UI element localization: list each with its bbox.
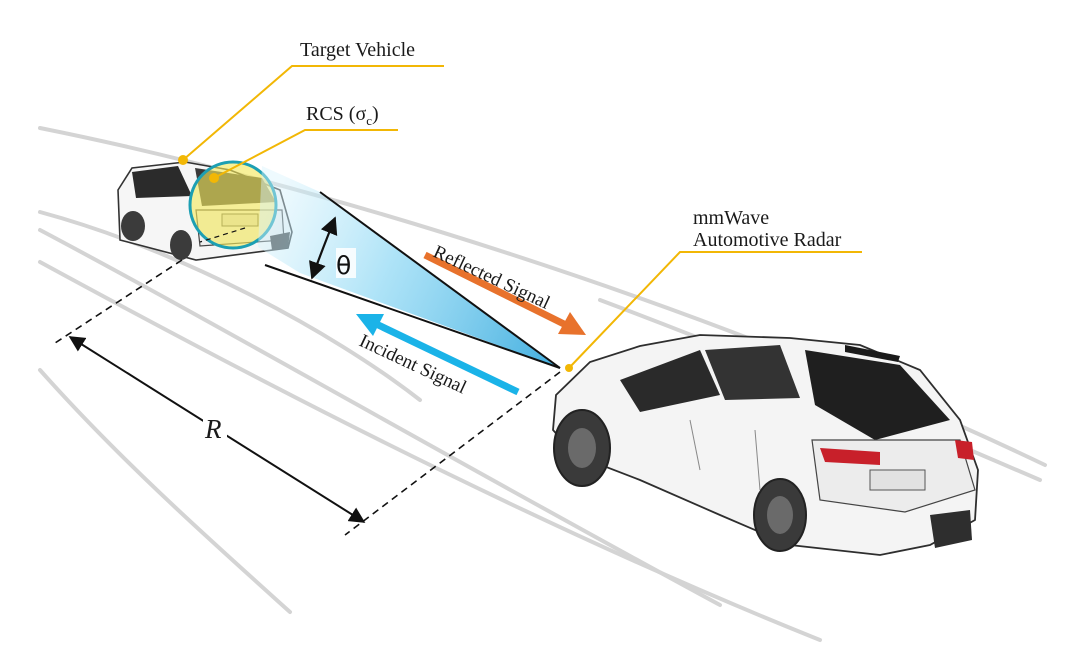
incident-signal-arrow — [370, 318, 520, 396]
range-extension-left — [51, 259, 183, 346]
road-line-2 — [38, 210, 422, 402]
rcs-label-main: RCS (σ — [306, 103, 366, 125]
target-vehicle-label: Target Vehicle — [300, 39, 415, 61]
reflected-signal-arrow — [423, 251, 574, 332]
leader-radar — [568, 251, 862, 369]
range-label: R — [204, 414, 222, 444]
beam-edge-upper — [319, 191, 561, 369]
leader-target-vehicle — [182, 65, 444, 161]
rcs-center-dash — [199, 227, 246, 243]
theta-label: θ — [336, 251, 351, 280]
radar-label-line2: Automotive Radar — [693, 229, 842, 251]
leader-lines — [182, 65, 862, 369]
road-line-5 — [38, 368, 292, 614]
leader-rcs — [213, 129, 398, 179]
road-line-4 — [38, 260, 822, 642]
range-extension-right — [344, 371, 561, 536]
rcs-label: RCS (σc) — [306, 103, 379, 128]
radar-label-line1: mmWave — [693, 207, 769, 229]
hatchback-rear-icon — [552, 334, 979, 556]
reflected-arrowhead — [558, 312, 586, 335]
leader-dot-target — [178, 155, 188, 165]
beam-edge-lower — [264, 264, 561, 369]
radar-vehicle — [552, 334, 979, 556]
theta-angle-arrow — [309, 216, 338, 280]
rcs-label-close: ) — [372, 103, 379, 125]
incident-arrowhead — [356, 314, 384, 336]
rcs-label-sub: c — [366, 113, 372, 128]
leader-dot-rcs — [209, 173, 219, 183]
